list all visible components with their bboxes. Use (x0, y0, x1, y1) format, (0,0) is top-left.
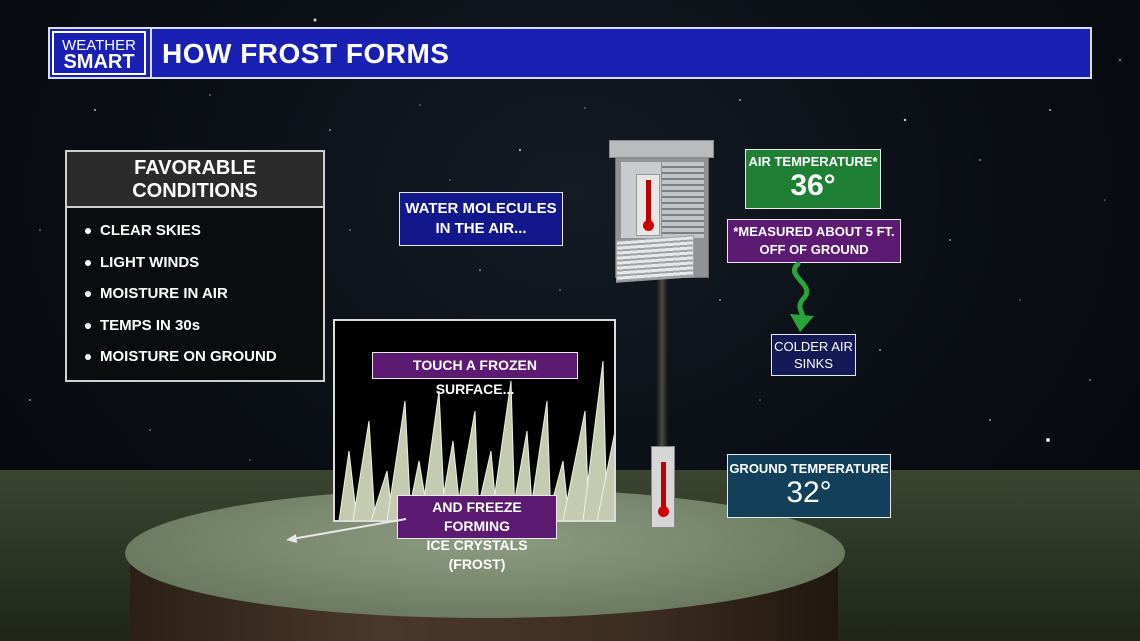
colder-line1: COLDER AIR (774, 339, 853, 354)
shelter-roof (609, 140, 714, 158)
frosted-grass-illustration (338, 360, 614, 520)
ground-temperature-value: 32° (786, 476, 832, 509)
air-temperature-value: 36° (790, 169, 836, 202)
water-label-line1: WATER MOLECULES (405, 200, 557, 217)
ground-temperature-box: GROUND TEMPERATURE 32° (727, 454, 891, 518)
air-temperature-box: AIR TEMPERATURE* 36° (745, 149, 881, 209)
shelter-door (616, 235, 694, 283)
air-temperature-label: AIR TEMPERATURE* (748, 154, 878, 169)
measured-line1: *MEASURED ABOUT 5 FT. (733, 224, 895, 239)
freeze-label-line1: AND FREEZE FORMING (432, 499, 522, 534)
page-title: HOW FROST FORMS (162, 38, 450, 69)
air-thermometer-mercury (646, 180, 651, 222)
conditions-heading: FAVORABLE CONDITIONS (67, 152, 323, 208)
list-item: MOISTURE IN AIR (80, 281, 320, 313)
ground-temperature-label: GROUND TEMPERATURE (729, 461, 889, 476)
ground-thermometer-mercury (661, 462, 666, 510)
header-divider (150, 29, 152, 77)
conditions-heading-line1: FAVORABLE (134, 157, 256, 179)
list-item: MOISTURE ON GROUND (80, 344, 320, 376)
ground-thermometer-bulb (658, 506, 669, 517)
pointer-arrow (286, 518, 407, 543)
measured-height-note: *MEASURED ABOUT 5 FT. OFF OF GROUND (727, 219, 901, 263)
logo-line2: SMART (63, 51, 135, 73)
shelter-louvers (662, 162, 704, 238)
touch-frozen-surface-label: TOUCH A FROZEN SURFACE... (372, 352, 578, 397)
list-item: CLEAR SKIES (80, 218, 320, 250)
list-item: LIGHT WINDS (80, 250, 320, 282)
list-item: TEMPS IN 30s (80, 313, 320, 345)
colder-air-sinks-label: COLDER AIR SINKS (771, 334, 856, 376)
water-molecules-label: WATER MOLECULES IN THE AIR... (399, 192, 563, 246)
air-thermometer-bulb (643, 220, 654, 231)
logo-line1: WEATHER (62, 37, 136, 54)
squiggle-down-arrow (790, 262, 814, 332)
header-bar (48, 27, 1092, 79)
weather-smart-logo: WEATHER SMART (52, 31, 146, 75)
freeze-ice-crystals-label: AND FREEZE FORMING ICE CRYSTALS (FROST) (397, 495, 557, 572)
conditions-list: CLEAR SKIES LIGHT WINDS MOISTURE IN AIR … (80, 218, 320, 376)
conditions-heading-line2: CONDITIONS (132, 180, 258, 202)
grass-closeup-panel (333, 319, 616, 522)
freeze-label-line2: ICE CRYSTALS (FROST) (426, 537, 528, 572)
colder-line2: SINKS (793, 356, 833, 371)
water-label-line2: IN THE AIR... (435, 220, 527, 237)
measured-line2: OFF OF GROUND (759, 242, 869, 257)
